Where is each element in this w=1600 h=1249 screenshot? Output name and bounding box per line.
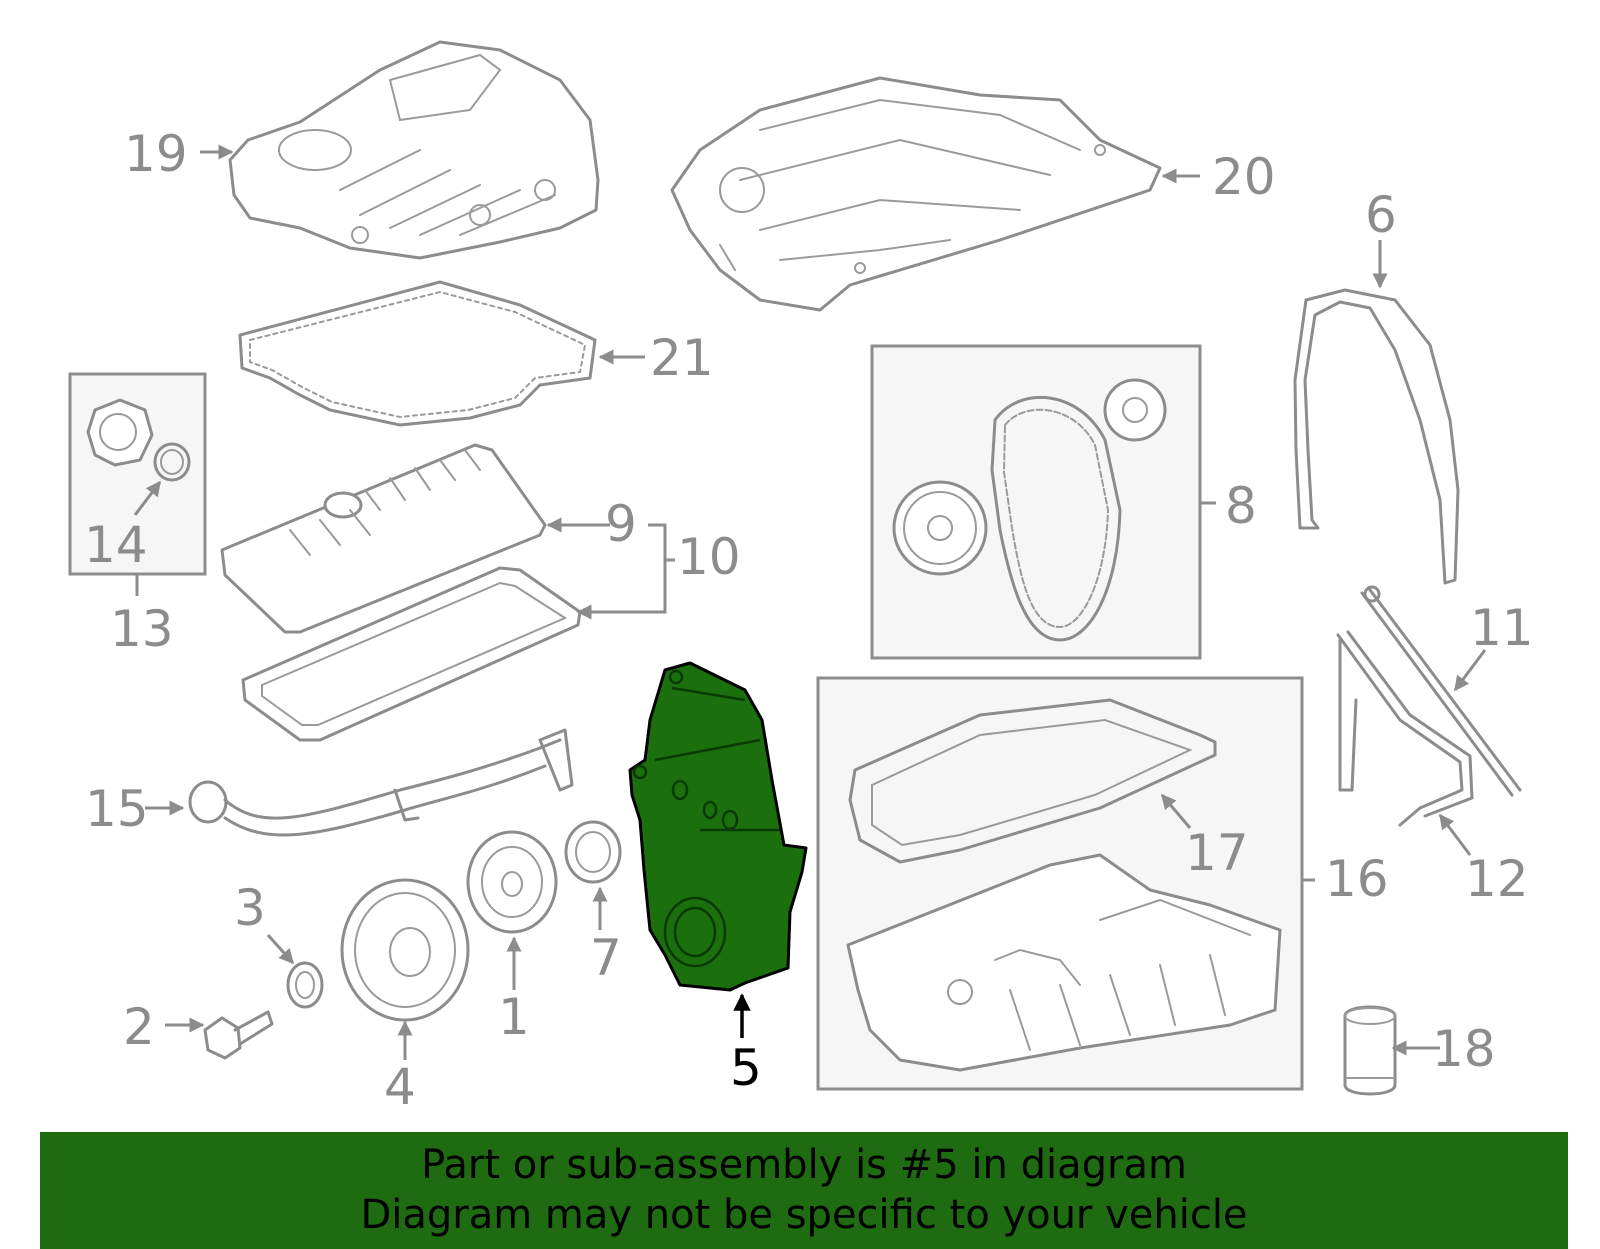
part-18-oil-filter [1343, 1005, 1397, 1096]
leader-lines [133, 144, 1487, 1060]
part-7-crank-seal [564, 820, 622, 884]
callout-11: 11 [1470, 599, 1534, 657]
callout-15: 15 [85, 780, 149, 838]
callout-13: 13 [110, 600, 174, 658]
part-14-cap-seal [86, 398, 191, 482]
part-21-intake-gasket [238, 280, 597, 427]
part-5-timing-cover[interactable] [628, 661, 808, 992]
callout-8: 8 [1225, 477, 1257, 535]
part-17-oil-pan-gasket [848, 698, 1217, 864]
part-20-lower-intake [670, 76, 1162, 312]
callout-10: 10 [677, 528, 741, 586]
part-2-bolt [203, 1010, 274, 1060]
part-6-front-cover-gasket [1293, 288, 1460, 585]
part-15-pcv-tube [188, 728, 574, 837]
part-10-valve-cover-gasket [241, 566, 582, 742]
callout-20: 20 [1212, 148, 1276, 206]
callout-17: 17 [1185, 824, 1249, 882]
callout-5[interactable]: 5 [730, 1039, 762, 1097]
part-4-balancer [340, 878, 470, 1022]
callout-labels: 19 20 6 21 14 13 9 10 8 11 15 17 16 12 3… [84, 125, 1534, 1116]
info-banner: Part or sub-assembly is #5 in diagram Di… [40, 1132, 1568, 1249]
part-19-upper-intake [228, 40, 600, 260]
callout-16: 16 [1325, 850, 1389, 908]
part-3-washer [286, 961, 324, 1009]
part-16-oil-pan [846, 853, 1282, 1072]
callout-14: 14 [84, 516, 148, 574]
callout-7: 7 [590, 929, 622, 987]
part-9-valve-cover [220, 443, 547, 634]
banner-line-2: Diagram may not be specific to your vehi… [360, 1192, 1248, 1238]
callout-6: 6 [1365, 186, 1397, 244]
callout-3: 3 [234, 879, 266, 937]
part-8-timing-set [892, 378, 1167, 642]
callout-9: 9 [605, 495, 637, 553]
callout-2: 2 [123, 998, 155, 1056]
part-1-pulley [466, 830, 558, 934]
callout-18: 18 [1432, 1020, 1496, 1078]
callout-4: 4 [384, 1058, 416, 1116]
callout-21: 21 [650, 329, 714, 387]
callout-12: 12 [1465, 850, 1529, 908]
callout-1: 1 [498, 988, 530, 1046]
part-11-12-dipstick [1336, 585, 1522, 827]
banner-line-1: Part or sub-assembly is #5 in diagram [421, 1142, 1187, 1188]
callout-19: 19 [124, 125, 188, 183]
